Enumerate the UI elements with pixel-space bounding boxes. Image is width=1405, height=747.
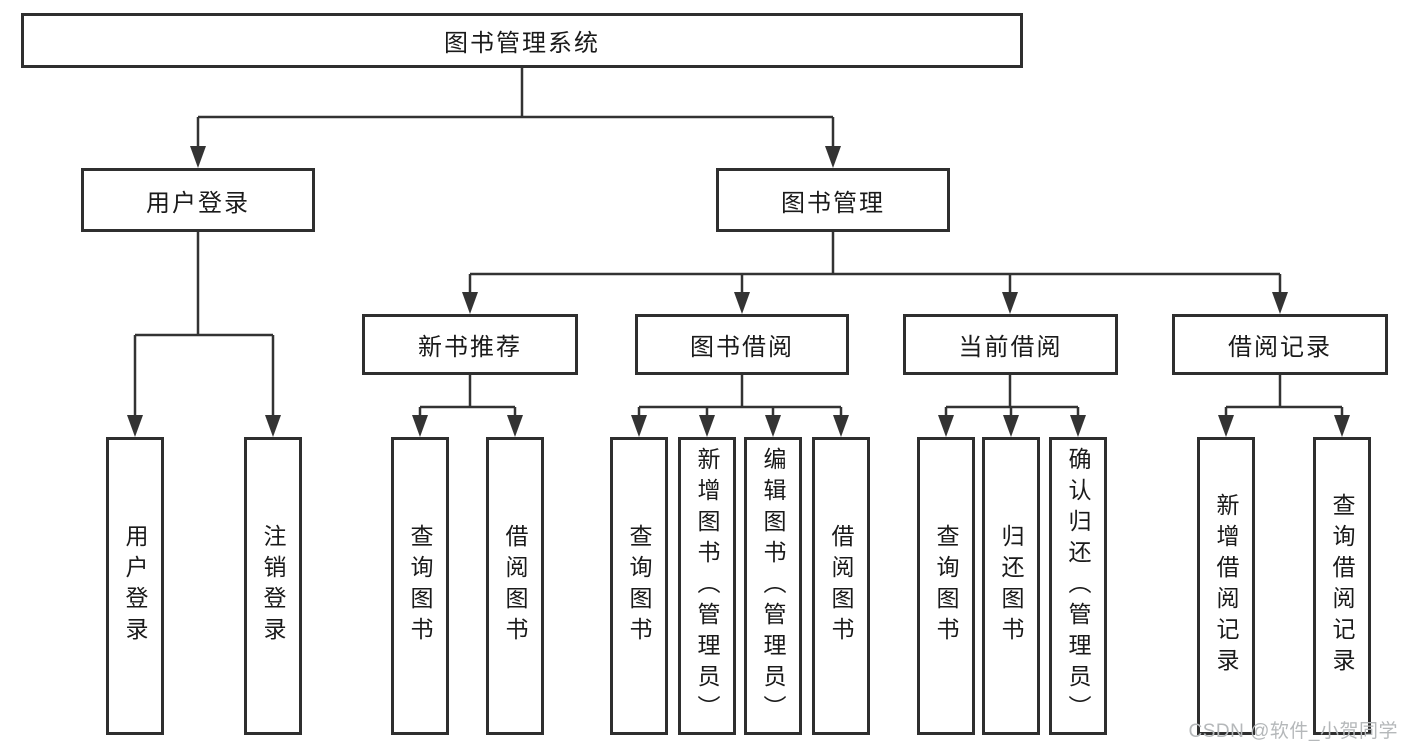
node-root-label: 图书管理系统 (444, 30, 600, 57)
connector-borrow-records-to-leaves (1224, 375, 1344, 417)
leaf-bb-query-books-label: 查询图书 (626, 524, 652, 648)
leaf-bb-query-books: 查询图书 (610, 437, 668, 735)
arrow-down-icon (1218, 415, 1234, 437)
leaf-nbr-borrow-books: 借阅图书 (486, 437, 544, 735)
arrow-down-icon (190, 146, 206, 168)
leaf-cb-return-books: 归还图书 (982, 437, 1040, 735)
leaf-cb-return-books-label: 归还图书 (998, 524, 1024, 648)
node-book-management: 图书管理 (716, 168, 950, 232)
node-book-borrowing-label: 图书借阅 (690, 334, 794, 361)
leaf-nbr-query-books: 查询图书 (391, 437, 449, 735)
leaf-bb-borrow-books: 借阅图书 (812, 437, 870, 735)
leaf-cb-confirm-return-admin: 确认归还（管理员） (1049, 437, 1107, 735)
arrow-down-icon (631, 415, 647, 437)
leaf-bb-edit-books-admin: 编辑图书（管理员） (744, 437, 802, 735)
arrow-down-icon (734, 292, 750, 314)
node-user-login-label: 用户登录 (146, 189, 250, 217)
node-user-login: 用户登录 (81, 168, 315, 232)
arrow-down-icon (1334, 415, 1350, 437)
node-book-management-label: 图书管理 (781, 189, 885, 217)
leaf-logout-label: 注销登录 (260, 524, 286, 648)
node-current-borrowing-label: 当前借阅 (958, 334, 1063, 361)
arrow-down-icon (265, 415, 281, 437)
leaf-br-query-record-label: 查询借阅记录 (1329, 493, 1355, 679)
arrow-down-icon (1272, 292, 1288, 314)
node-borrowing-records: 借阅记录 (1172, 314, 1388, 375)
arrow-down-icon (127, 415, 143, 437)
connector-new-book-to-leaves (418, 375, 517, 417)
leaf-user-login: 用户登录 (106, 437, 164, 735)
connector-user-login-to-leaves (133, 232, 275, 417)
arrowheads (127, 146, 1350, 437)
leaf-user-login-label: 用户登录 (122, 524, 148, 648)
arrow-down-icon (412, 415, 428, 437)
arrow-down-icon (1002, 292, 1018, 314)
arrow-down-icon (833, 415, 849, 437)
arrow-down-icon (765, 415, 781, 437)
arrow-down-icon (462, 292, 478, 314)
arrow-down-icon (699, 415, 715, 437)
node-book-borrowing: 图书借阅 (635, 314, 849, 375)
watermark: CSDN @软件_小贺同学 (1188, 721, 1398, 742)
connector-book-mgmt-to-level3 (468, 232, 1282, 294)
arrow-down-icon (507, 415, 523, 437)
node-borrowing-records-label: 借阅记录 (1228, 334, 1332, 361)
connector-book-borrow-to-leaves (637, 375, 843, 417)
arrow-down-icon (938, 415, 954, 437)
leaf-br-add-record: 新增借阅记录 (1197, 437, 1255, 735)
leaf-bb-add-books-admin: 新增图书（管理员） (678, 437, 736, 735)
arrow-down-icon (1003, 415, 1019, 437)
leaf-cb-query-books-label: 查询图书 (933, 524, 959, 648)
node-new-book-recommendation-label: 新书推荐 (418, 334, 522, 361)
node-current-borrowing: 当前借阅 (903, 314, 1118, 375)
leaf-nbr-borrow-books-label: 借阅图书 (502, 524, 528, 648)
leaf-bb-edit-books-admin-label: 编辑图书（管理员） (760, 446, 786, 726)
node-new-book-recommendation: 新书推荐 (362, 314, 578, 375)
connector-root-to-level2 (196, 68, 835, 148)
leaf-logout: 注销登录 (244, 437, 302, 735)
leaf-cb-confirm-return-admin-label: 确认归还（管理员） (1065, 446, 1091, 726)
leaf-bb-add-books-admin-label: 新增图书（管理员） (694, 446, 720, 726)
arrow-down-icon (825, 146, 841, 168)
leaf-cb-query-books: 查询图书 (917, 437, 975, 735)
leaf-bb-borrow-books-label: 借阅图书 (828, 524, 854, 648)
node-root: 图书管理系统 (21, 13, 1023, 68)
leaf-br-query-record: 查询借阅记录 (1313, 437, 1371, 735)
arrow-down-icon (1070, 415, 1086, 437)
leaf-nbr-query-books-label: 查询图书 (407, 524, 433, 648)
connector-current-borrow-to-leaves (944, 375, 1080, 417)
leaf-br-add-record-label: 新增借阅记录 (1213, 493, 1239, 679)
